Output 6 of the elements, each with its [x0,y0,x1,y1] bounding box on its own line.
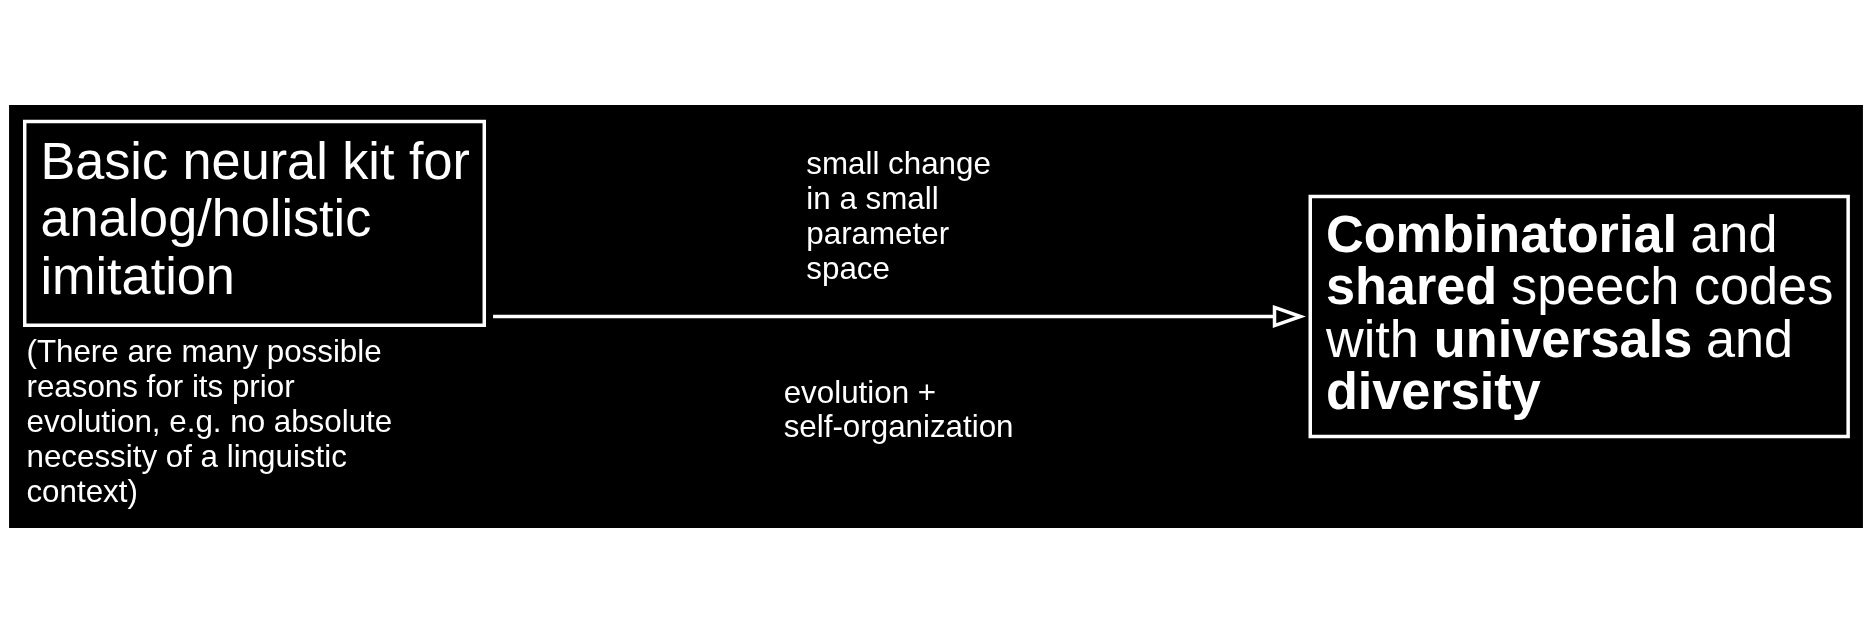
node-label: (There are many possible reasons for its prior evolution, e.g. no absolute necessity of a linguistic context) [26,333,393,509]
label: evolution + self-organization [783,373,1014,444]
arrow [493,304,1306,328]
node-box: Combinatorial and shared speech codes with universals and diversity [1308,194,1850,438]
node-box: Basic neural kit for analog/holistic imitation [23,119,486,327]
edge-label: small change in a small parameter space [806,145,991,286]
